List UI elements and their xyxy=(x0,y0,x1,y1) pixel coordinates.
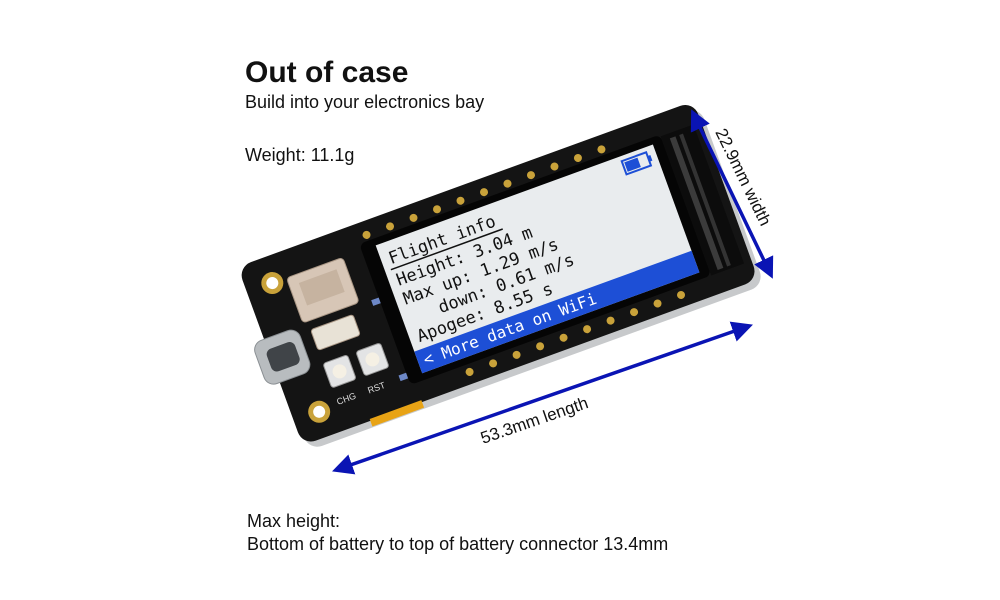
weight-label: Weight: 11.1g xyxy=(245,145,355,165)
max-height-detail: Bottom of battery to top of battery conn… xyxy=(247,534,669,554)
max-height-label: Max height: xyxy=(247,511,341,531)
width-dimension-arrow xyxy=(690,109,774,279)
pcb-board: Flight info Height: 3.04 m Max up: 1.29 … xyxy=(241,104,761,447)
page-title: Out of case xyxy=(245,56,409,89)
display-screen xyxy=(375,144,700,374)
page-subtitle: Build into your electronics bay xyxy=(245,92,485,112)
length-dimension-arrow xyxy=(332,321,753,475)
